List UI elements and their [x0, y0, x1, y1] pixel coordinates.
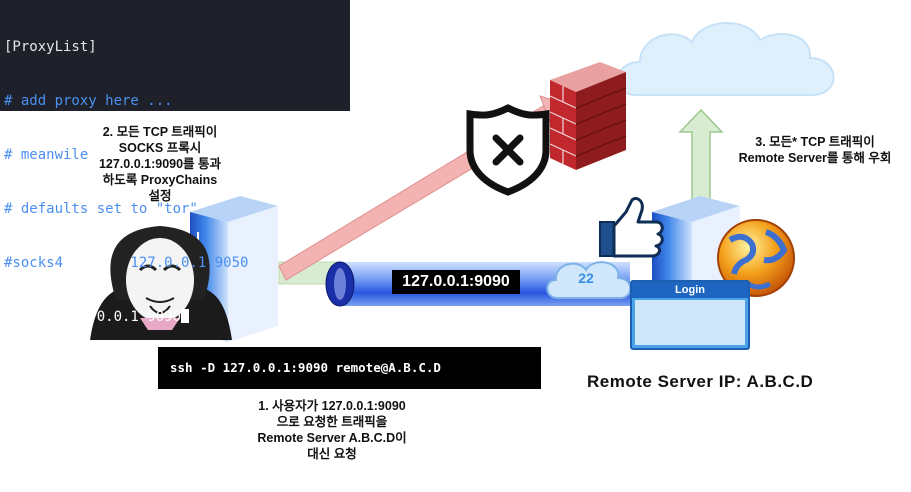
firewall-icon: [549, 62, 627, 170]
up-arrow-to-cloud: [678, 108, 724, 201]
thumbs-up-icon: [599, 196, 664, 258]
terminal-line-text: socks5 127.0.0.1 9090: [4, 309, 182, 325]
proxychains-config-terminal: [ProxyList] # add proxy here ... # meanw…: [0, 0, 350, 325]
note-line: 127.0.0.1:9090를 통과: [98, 157, 222, 171]
port-cloud-icon: [546, 261, 632, 299]
terminal-active-line: socks5 127.0.0.1 9090: [4, 308, 350, 326]
note-line: 2. 모든 TCP 트래픽이: [102, 125, 218, 139]
globe-icon: [717, 219, 795, 297]
note-line: Remote Server A.B.C.D이: [257, 431, 407, 445]
terminal-line: # meanwile: [4, 147, 89, 163]
tunnel-address-label: 127.0.0.1:9090: [392, 270, 520, 294]
step2-note: 2. 모든 TCP 트래픽이 SOCKS 프록시 127.0.0.1:9090를…: [60, 124, 260, 204]
note-line: Remote Server를 통해 우회: [738, 151, 892, 165]
step1-note: 1. 사용자가 127.0.0.1:9090 으로 요청한 트래픽을 Remot…: [232, 398, 432, 462]
cloud-icon: [616, 22, 835, 96]
note-line: 1. 사용자가 127.0.0.1:9090: [258, 399, 406, 413]
login-title: Login: [632, 282, 748, 298]
terminal-line: #socks4 127.0.0.1 9050: [4, 255, 249, 271]
note-line: 3. 모든* TCP 트래픽이: [755, 135, 875, 149]
terminal-line: [ProxyList]: [4, 39, 97, 55]
note-line: SOCKS 프록시: [118, 141, 202, 155]
remote-server-ip-label: Remote Server IP: A.B.C.D: [587, 372, 814, 391]
note-line: 대신 요청: [307, 447, 357, 461]
ssh-command-box: ssh -D 127.0.0.1:9090 remote@A.B.C.D: [158, 347, 541, 389]
note-line: 설정: [148, 189, 172, 203]
login-body: [635, 300, 745, 345]
hacker-icon: [90, 226, 232, 340]
note-line: 하도록 ProxyChains: [102, 173, 218, 187]
cursor-icon: [181, 309, 190, 323]
ssh-port-label: 22: [578, 270, 594, 286]
terminal-line: # defaults set to "tor": [4, 201, 198, 217]
note-line: 으로 요청한 트래픽을: [276, 415, 388, 429]
blocked-shield-icon: [466, 104, 550, 196]
login-panel: Login: [630, 280, 750, 350]
step3-note: 3. 모든* TCP 트래픽이 Remote Server를 통해 우회: [720, 134, 910, 166]
terminal-line: # add proxy here ...: [4, 93, 173, 109]
